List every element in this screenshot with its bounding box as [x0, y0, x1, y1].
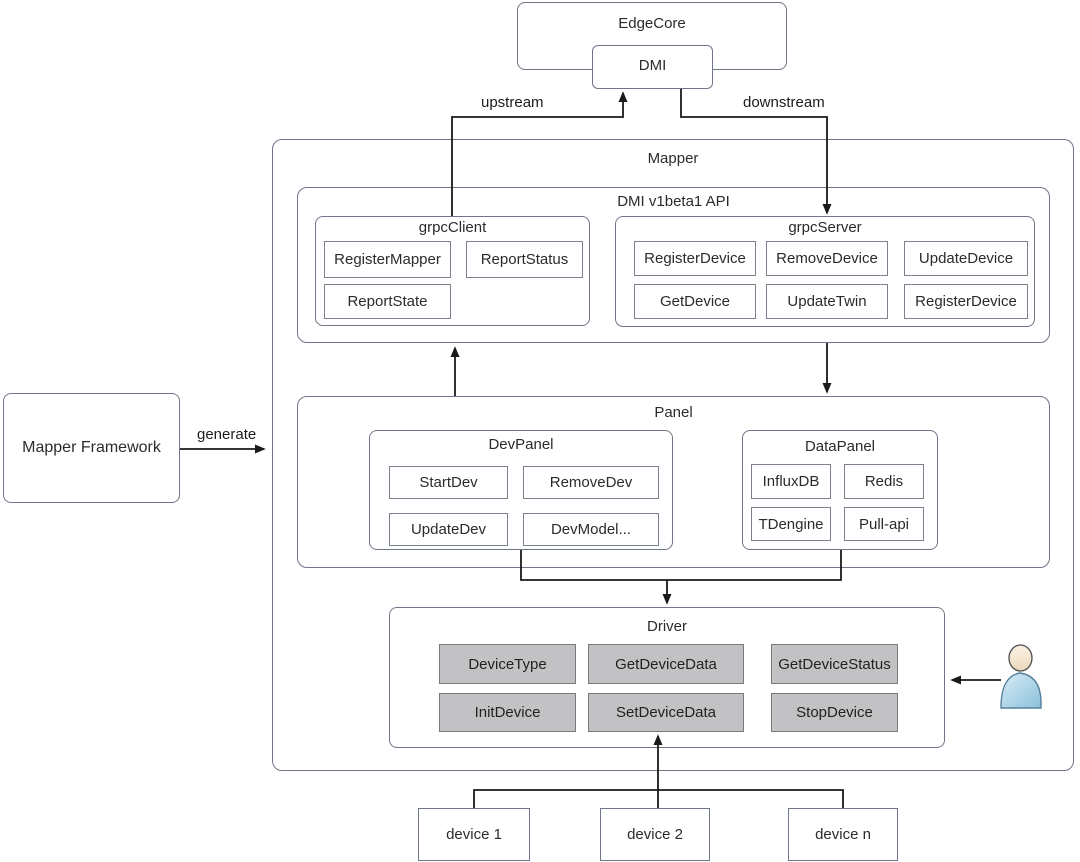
method-update-dev: UpdateDev [389, 513, 508, 546]
method-redis: Redis [844, 464, 924, 499]
method-remove-dev: RemoveDev [523, 466, 659, 499]
grpc-server-title: grpcServer [788, 219, 862, 236]
mapper-framework-box: Mapper Framework [3, 393, 180, 503]
grpc-client-box: grpcClient RegisterMapper ReportStatus R… [315, 216, 590, 326]
device-2-box: device 2 [600, 808, 710, 861]
method-update-twin: UpdateTwin [766, 284, 888, 319]
device-n-label: device n [815, 826, 871, 843]
method-set-device-data: SetDeviceData [588, 693, 744, 732]
device-n-box: device n [788, 808, 898, 861]
dmi-box: DMI [592, 45, 713, 89]
data-panel-box: DataPanel InfluxDB Redis TDengine Pull-a… [742, 430, 938, 550]
dev-panel-box: DevPanel StartDev RemoveDev UpdateDev De… [369, 430, 673, 550]
method-report-status: ReportStatus [466, 241, 583, 278]
device-1-label: device 1 [446, 826, 502, 843]
method-stop-device: StopDevice [771, 693, 898, 732]
dev-panel-title: DevPanel [488, 436, 554, 453]
upstream-label: upstream [481, 94, 544, 111]
mapper-title: Mapper [647, 150, 699, 167]
device-2-label: device 2 [627, 826, 683, 843]
driver-box: Driver DeviceType GetDeviceData GetDevic… [389, 607, 945, 748]
panel-title: Panel [654, 404, 693, 421]
method-start-dev: StartDev [389, 466, 508, 499]
downstream-label: downstream [743, 94, 825, 111]
method-register-mapper: RegisterMapper [324, 241, 451, 278]
dmi-label: DMI [638, 57, 667, 74]
devices-join-line [473, 789, 844, 808]
method-report-state: ReportState [324, 284, 451, 319]
grpc-server-box: grpcServer RegisterDevice RemoveDevice U… [615, 216, 1035, 327]
method-remove-device: RemoveDevice [766, 241, 888, 276]
generate-label: generate [197, 426, 257, 443]
method-pull-api: Pull-api [844, 507, 924, 541]
method-init-device: InitDevice [439, 693, 576, 732]
data-panel-title: DataPanel [804, 438, 876, 455]
edgecore-label: EdgeCore [618, 15, 686, 32]
method-influxdb: InfluxDB [751, 464, 831, 499]
mapper-framework-label: Mapper Framework [22, 439, 161, 456]
method-get-device-status: GetDeviceStatus [771, 644, 898, 684]
device-1-box: device 1 [418, 808, 530, 861]
method-get-device-data: GetDeviceData [588, 644, 744, 684]
method-get-device: GetDevice [634, 284, 756, 319]
method-device-type: DeviceType [439, 644, 576, 684]
method-update-device: UpdateDevice [904, 241, 1028, 276]
method-register-device-2: RegisterDevice [904, 284, 1028, 319]
method-dev-model: DevModel... [523, 513, 659, 546]
method-tdengine: TDengine [751, 507, 831, 541]
grpc-client-title: grpcClient [418, 219, 487, 236]
dmi-api-title: DMI v1beta1 API [617, 193, 730, 210]
driver-title: Driver [647, 618, 687, 635]
method-register-device: RegisterDevice [634, 241, 756, 276]
